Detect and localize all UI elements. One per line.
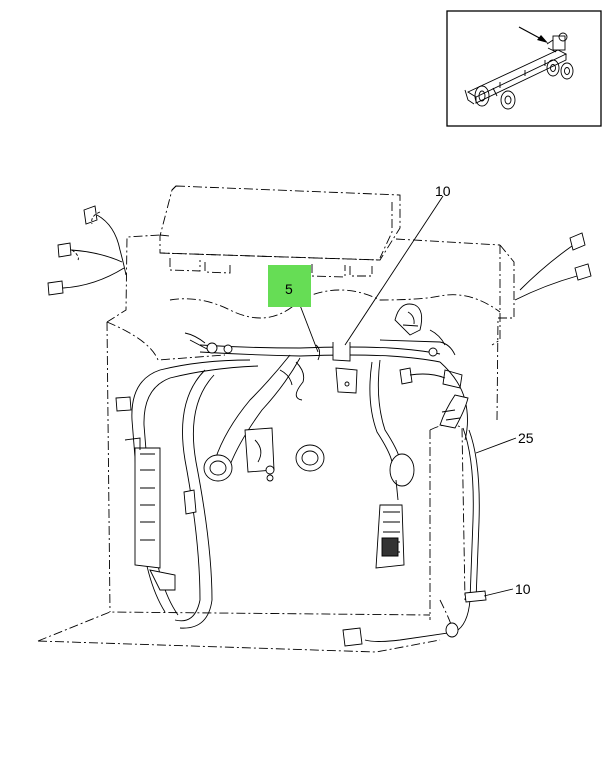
accelerator-pedal: [375, 504, 405, 569]
locator-arrow-icon: [518, 26, 548, 43]
callout-5[interactable]: 5: [268, 265, 311, 307]
truck-chassis-icon: [464, 32, 574, 110]
grommet-right: [295, 444, 325, 472]
leader-25: [475, 437, 517, 454]
locator-inset: [446, 10, 602, 127]
left-pigtail-connectors: [47, 205, 127, 296]
grommet-left: [203, 454, 233, 482]
leader-10-upper: [344, 195, 444, 346]
callout-10-lower-label: 10: [515, 581, 531, 597]
main-harness: [115, 303, 487, 647]
callout-10-upper-label: 10: [435, 183, 451, 199]
leader-10-lower: [483, 588, 514, 597]
callout-25-label: 25: [518, 430, 534, 446]
right-pigtail-connectors: [514, 232, 592, 301]
callout-5-highlight[interactable]: [268, 265, 311, 307]
callout-leaders: [297, 195, 517, 597]
control-module: [159, 185, 401, 278]
callout-5-label: 5: [285, 281, 293, 297]
leader-5: [297, 299, 319, 353]
